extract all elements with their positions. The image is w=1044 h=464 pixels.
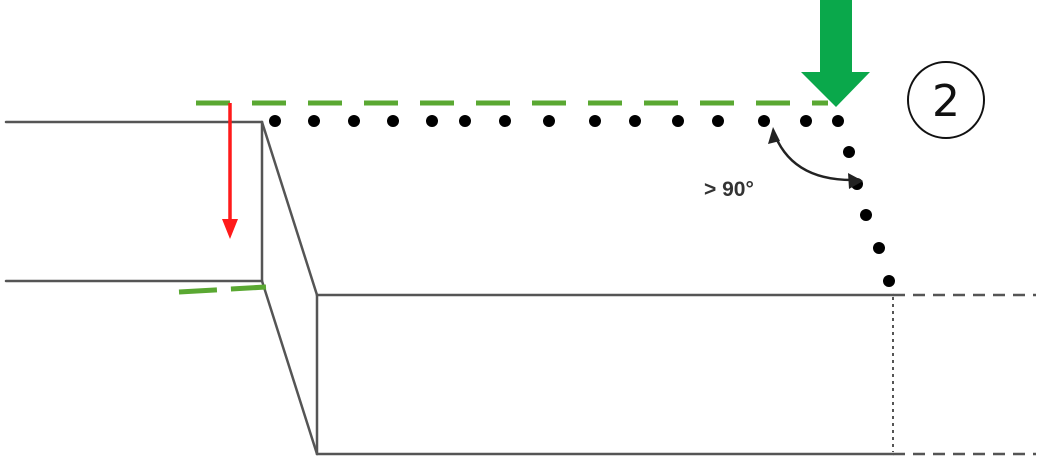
- upper-slant-edge: [260, 120, 319, 297]
- double-headed-curved-arrow-icon: [771, 129, 853, 182]
- down-arrow-icon: [222, 219, 238, 239]
- arrowhead-icon: [768, 127, 780, 144]
- lower-slant-edge: [260, 279, 319, 456]
- fold-dot: [800, 115, 812, 127]
- shape-outline: [4, 120, 895, 456]
- step-badge: 2: [907, 61, 985, 139]
- arrowhead-icon: [848, 173, 863, 189]
- dashed-continuations: [892, 293, 1036, 456]
- angle-label: > 90°: [704, 178, 754, 201]
- fold-dot: [543, 115, 555, 127]
- step-number: 2: [932, 76, 960, 127]
- fold-dot: [387, 115, 399, 127]
- green-lower-dashed-line: [178, 284, 267, 295]
- fold-dot: [589, 115, 601, 127]
- green-arrow-shaft: [820, 0, 852, 73]
- green-dashed-lines: [178, 100, 828, 295]
- fold-dot: [426, 115, 438, 127]
- step-badge-circle: [907, 61, 985, 139]
- fold-dot: [672, 115, 684, 127]
- fold-dot: [348, 115, 360, 127]
- dotted-fold-path: [269, 115, 895, 287]
- fold-dot: [629, 115, 641, 127]
- fold-dot: [269, 115, 281, 127]
- red-drop-arrow: [222, 103, 238, 239]
- fold-dot: [843, 146, 855, 158]
- fold-dot: [860, 209, 872, 221]
- fold-dot: [758, 115, 770, 127]
- fold-dot: [308, 115, 320, 127]
- fold-dot: [499, 115, 511, 127]
- fold-dot: [873, 242, 885, 254]
- angle-arrow: [768, 127, 863, 189]
- down-arrow-icon: [801, 72, 870, 107]
- fold-dot: [712, 115, 724, 127]
- fold-dot: [832, 115, 844, 127]
- fold-dot: [883, 275, 895, 287]
- fold-dot: [459, 115, 471, 127]
- green-force-arrow: [801, 0, 870, 107]
